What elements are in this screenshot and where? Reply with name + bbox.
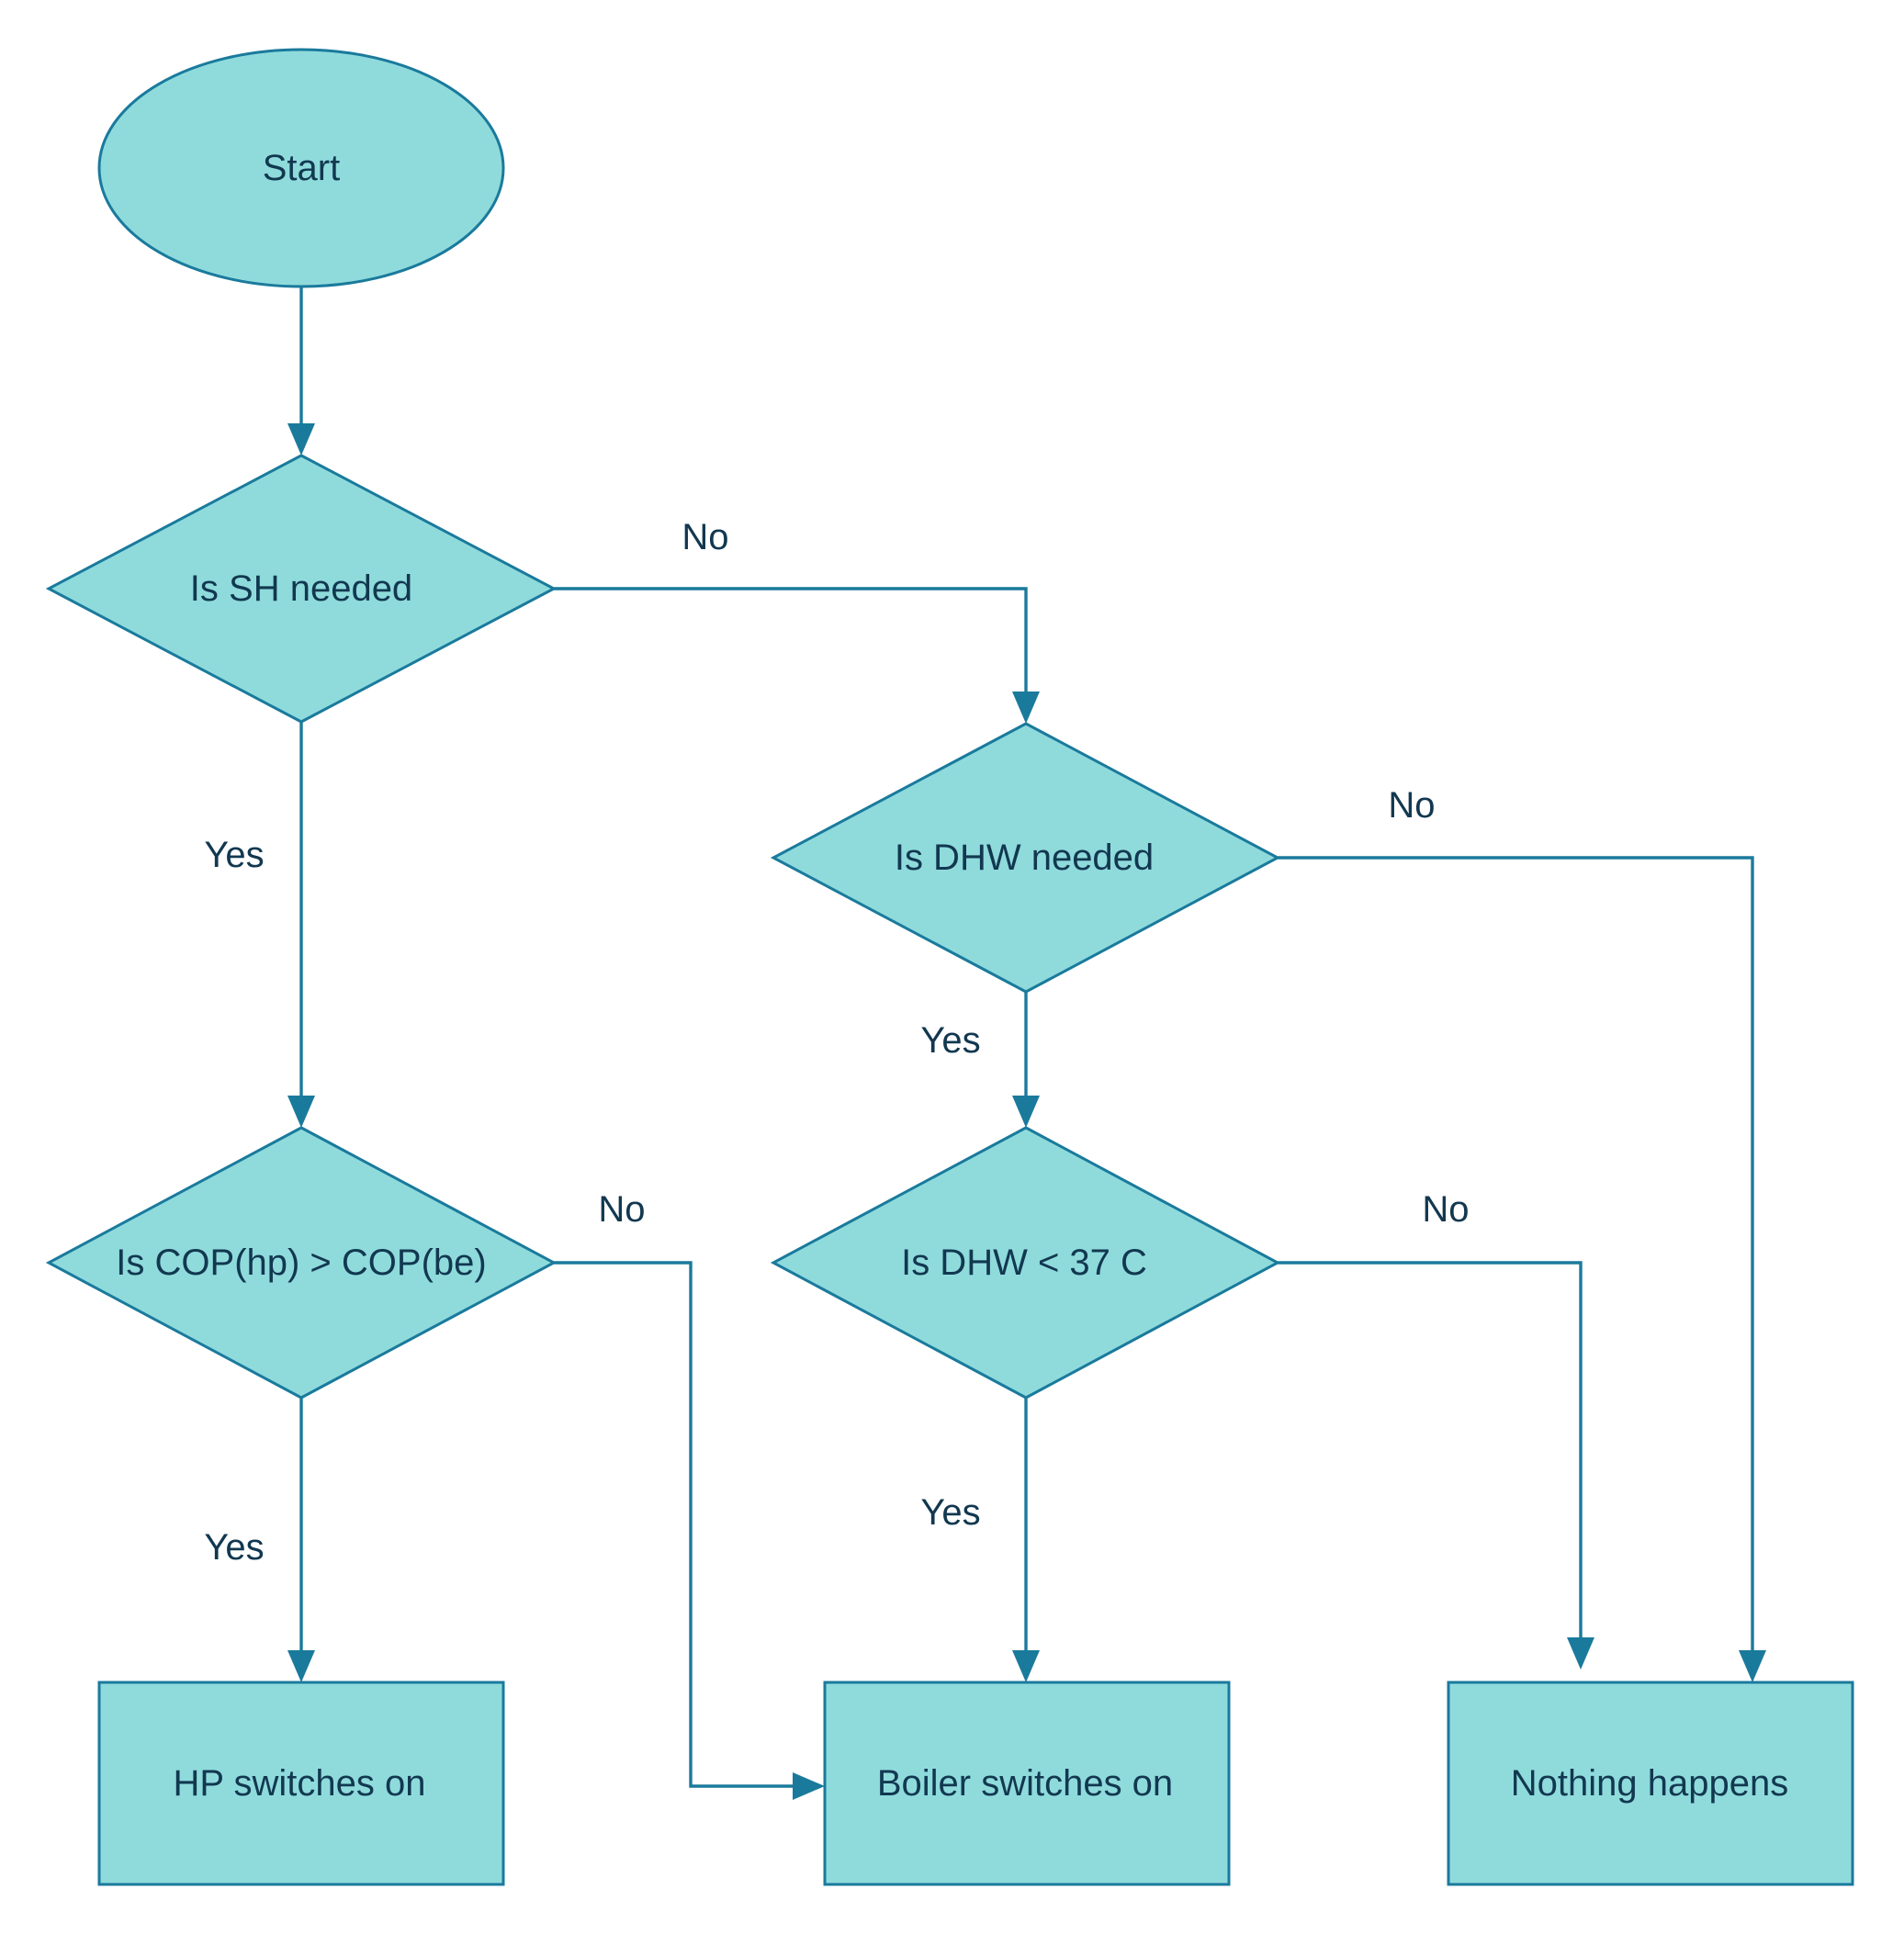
node-nothing: Nothing happens xyxy=(1447,1681,1854,1886)
boiler-on-box xyxy=(823,1681,1231,1886)
cop-compare-label: Is COP(hp) > COP(be) xyxy=(116,1242,486,1283)
dhw-temp-label: Is DHW < 37 C xyxy=(901,1242,1147,1283)
sh-needed-diamond xyxy=(45,454,558,724)
cop-compare-diamond xyxy=(45,1126,558,1400)
edge-cop-no xyxy=(554,1261,797,1788)
arrowhead xyxy=(1012,1096,1040,1128)
edge-dhw-temp-no xyxy=(1278,1261,1583,1642)
edge-label-cop-yes: Yes xyxy=(204,1527,264,1568)
edge-label-sh-no: No xyxy=(682,517,728,557)
arrowhead xyxy=(287,1650,315,1682)
hp-on-label: HP switches on xyxy=(174,1763,426,1804)
node-dhw-needed: Is DHW needed xyxy=(770,722,1281,994)
arrowhead xyxy=(287,423,315,455)
sh-needed-label: Is SH needed xyxy=(190,568,412,609)
arrowhead xyxy=(287,1096,315,1128)
edge-sh-no xyxy=(554,587,1028,696)
arrowhead xyxy=(1012,1650,1040,1682)
node-sh-needed: Is SH needed xyxy=(45,454,558,724)
node-hp-on: HP switches on xyxy=(97,1681,505,1886)
edge-dhw-needed-no xyxy=(1278,856,1754,1655)
boiler-on-label: Boiler switches on xyxy=(877,1763,1173,1804)
arrowhead xyxy=(1567,1637,1594,1670)
edge-label-sh-yes: Yes xyxy=(204,835,264,875)
arrowhead xyxy=(1739,1650,1766,1682)
node-cop-compare: Is COP(hp) > COP(be) xyxy=(45,1126,558,1400)
dhw-needed-diamond xyxy=(770,722,1281,994)
arrowhead xyxy=(793,1772,825,1800)
edge-label-cop-no: No xyxy=(598,1189,645,1230)
edge-label-dhw-temp-yes: Yes xyxy=(920,1492,980,1533)
node-start: Start xyxy=(97,48,505,288)
edge-label-dhw-needed-yes: Yes xyxy=(920,1020,980,1061)
edge-label-dhw-needed-no: No xyxy=(1388,785,1435,826)
edge-label-dhw-temp-no: No xyxy=(1422,1189,1469,1230)
dhw-temp-diamond xyxy=(770,1126,1281,1400)
node-boiler-on: Boiler switches on xyxy=(823,1681,1231,1886)
start-label: Start xyxy=(263,148,340,188)
edge-labels: No Yes No Yes No Yes No Yes xyxy=(204,517,1469,1568)
node-dhw-temp: Is DHW < 37 C xyxy=(770,1126,1281,1400)
nothing-label: Nothing happens xyxy=(1511,1763,1788,1804)
dhw-needed-label: Is DHW needed xyxy=(895,838,1154,878)
nothing-box xyxy=(1447,1681,1854,1886)
hp-on-box xyxy=(97,1681,505,1886)
arrowhead xyxy=(1012,692,1040,724)
connectors xyxy=(287,287,1766,1800)
start-ellipse xyxy=(97,48,505,288)
